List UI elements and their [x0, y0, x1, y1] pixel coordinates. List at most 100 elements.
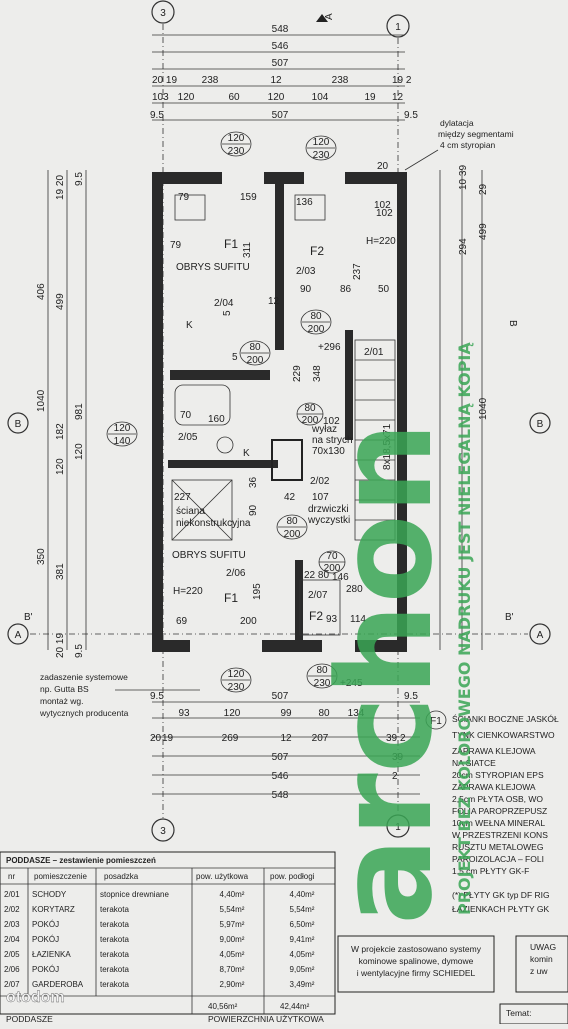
wall-spec-note: F1 ŚCIANKI BOCZNE JASKÓŁ TYNK CIENKOWARS…	[425, 710, 559, 914]
svg-text:20 19: 20 19	[55, 633, 66, 658]
svg-text:546: 546	[272, 41, 289, 52]
table-cell: 5,97m²	[220, 920, 245, 929]
svg-text:237: 237	[352, 263, 363, 280]
svg-text:OBRYS SUFITU: OBRYS SUFITU	[176, 262, 250, 273]
otodom-logo: otodom	[6, 989, 65, 1006]
svg-text:B: B	[537, 419, 544, 430]
door-tags: 80 200 80 200 120 140 80 200 80 200 70 2…	[106, 309, 363, 693]
svg-text:80: 80	[318, 708, 330, 719]
svg-text:20 19: 20 19	[152, 75, 177, 86]
staircase: 8x18,5x71	[354, 339, 396, 541]
svg-text:200: 200	[324, 563, 341, 574]
svg-text:2/01: 2/01	[364, 347, 384, 358]
table-cell: 2/06	[4, 965, 20, 974]
window-tag-top-right: 120 230	[305, 135, 337, 161]
svg-text:ściana: ściana	[176, 506, 205, 517]
svg-text:ZAPRAWA KLEJOWA: ZAPRAWA KLEJOWA	[452, 782, 536, 792]
table-cell: terakota	[100, 905, 129, 914]
svg-text:50: 50	[378, 284, 390, 295]
svg-text:(*) PŁYTY GK typ DF RIG: (*) PŁYTY GK typ DF RIG	[452, 890, 550, 900]
svg-text:dylatacja: dylatacja	[440, 118, 474, 128]
table-cell: 9,05m²	[290, 965, 315, 974]
table-cell: 2/01	[4, 890, 20, 899]
svg-text:159: 159	[240, 192, 257, 203]
dilatation-note: dylatacja między segmentami 4 cm styropi…	[404, 118, 514, 171]
svg-text:39: 39	[386, 733, 398, 744]
svg-text:200: 200	[302, 415, 319, 426]
table-cell: GARDEROBA	[32, 980, 84, 989]
svg-text:19: 19	[364, 92, 376, 103]
svg-text:120: 120	[114, 423, 131, 434]
svg-text:102: 102	[323, 416, 340, 427]
svg-text:200: 200	[247, 355, 264, 366]
svg-text:93: 93	[326, 614, 338, 625]
svg-text:102: 102	[374, 200, 391, 211]
svg-text:12: 12	[270, 75, 282, 86]
table-cell: KORYTARZ	[32, 905, 75, 914]
svg-text:546: 546	[272, 771, 289, 782]
svg-text:2/06: 2/06	[226, 568, 246, 579]
svg-text:1040: 1040	[478, 397, 489, 420]
svg-text:200: 200	[308, 324, 325, 335]
svg-text:80: 80	[249, 342, 261, 353]
svg-text:227: 227	[174, 492, 191, 503]
svg-text:19 20: 19 20	[55, 175, 66, 200]
right-dimensions: 294 499 1040 10 39 29	[439, 165, 489, 650]
svg-text:NA SIATCE: NA SIATCE	[452, 758, 496, 768]
table-cell: 5,54m²	[290, 905, 315, 914]
svg-text:70: 70	[180, 410, 192, 421]
svg-text:102: 102	[376, 208, 393, 219]
svg-text:69: 69	[176, 616, 188, 627]
axis-a-right: A	[529, 623, 551, 645]
svg-text:79: 79	[178, 192, 190, 203]
svg-text:2: 2	[400, 733, 406, 744]
svg-text:A: A	[324, 13, 335, 20]
svg-text:PROJEKT BEZ KOLOROWEGO NADRUKU: PROJEKT BEZ KOLOROWEGO NADRUKU JEST NIEL…	[455, 342, 474, 915]
table-cell: 8,70m²	[220, 965, 245, 974]
svg-text:120: 120	[228, 133, 245, 144]
table-cell: 4,05m²	[220, 950, 245, 959]
svg-text:pow. podłogi: pow. podłogi	[270, 872, 315, 881]
svg-text:na strych: na strych	[312, 435, 353, 446]
svg-text:RUSZTU METALOWEG: RUSZTU METALOWEG	[452, 842, 543, 852]
table-cell: 4,05m²	[290, 950, 315, 959]
svg-text:otodom: otodom	[6, 989, 65, 1006]
svg-text:507: 507	[272, 691, 289, 702]
svg-text:230: 230	[228, 146, 245, 157]
table-cell: 6,50m²	[290, 920, 315, 929]
svg-text:238: 238	[332, 75, 349, 86]
svg-text:pow. użytkowa: pow. użytkowa	[196, 872, 249, 881]
svg-text:507: 507	[272, 110, 289, 121]
svg-text:120: 120	[224, 708, 241, 719]
room-labels: 79 159 136 102 F1 F2 OBRYS SUFITU 2/03 2…	[170, 161, 396, 627]
svg-text:238: 238	[202, 75, 219, 86]
svg-text:POWIERZCHNIA UŻYTKOWA: POWIERZCHNIA UŻYTKOWA	[208, 1014, 324, 1024]
svg-text:1: 1	[395, 822, 401, 833]
svg-text:39: 39	[392, 752, 404, 763]
svg-text:12: 12	[268, 296, 280, 307]
svg-text:ZAPRAWA KLEJOWA: ZAPRAWA KLEJOWA	[452, 746, 536, 756]
svg-text:B: B	[507, 320, 518, 327]
svg-text:i wentylacyjne firmy SCHIEDEL: i wentylacyjne firmy SCHIEDEL	[357, 968, 476, 978]
svg-text:19: 19	[162, 733, 174, 744]
svg-text:Temat:: Temat:	[506, 1008, 532, 1018]
svg-text:F2: F2	[310, 244, 324, 258]
svg-text:207: 207	[312, 733, 329, 744]
svg-text:29: 29	[478, 183, 489, 195]
table-cell: POKÓJ	[32, 935, 59, 944]
svg-text:posadzka: posadzka	[104, 872, 139, 881]
svg-text:PODDASZE – zestawienie pomie: PODDASZE – zestawienie pomieszczeń	[6, 856, 156, 865]
svg-text:548: 548	[272, 24, 289, 35]
axis-b-left: B	[7, 412, 29, 434]
svg-text:90: 90	[300, 284, 312, 295]
svg-text:komin: komin	[530, 954, 553, 964]
svg-text:UWAG: UWAG	[530, 942, 556, 952]
svg-text:70x130: 70x130	[312, 446, 345, 457]
svg-text:60: 60	[228, 92, 240, 103]
svg-text:K: K	[186, 320, 193, 331]
svg-text:+245: +245	[340, 678, 363, 689]
